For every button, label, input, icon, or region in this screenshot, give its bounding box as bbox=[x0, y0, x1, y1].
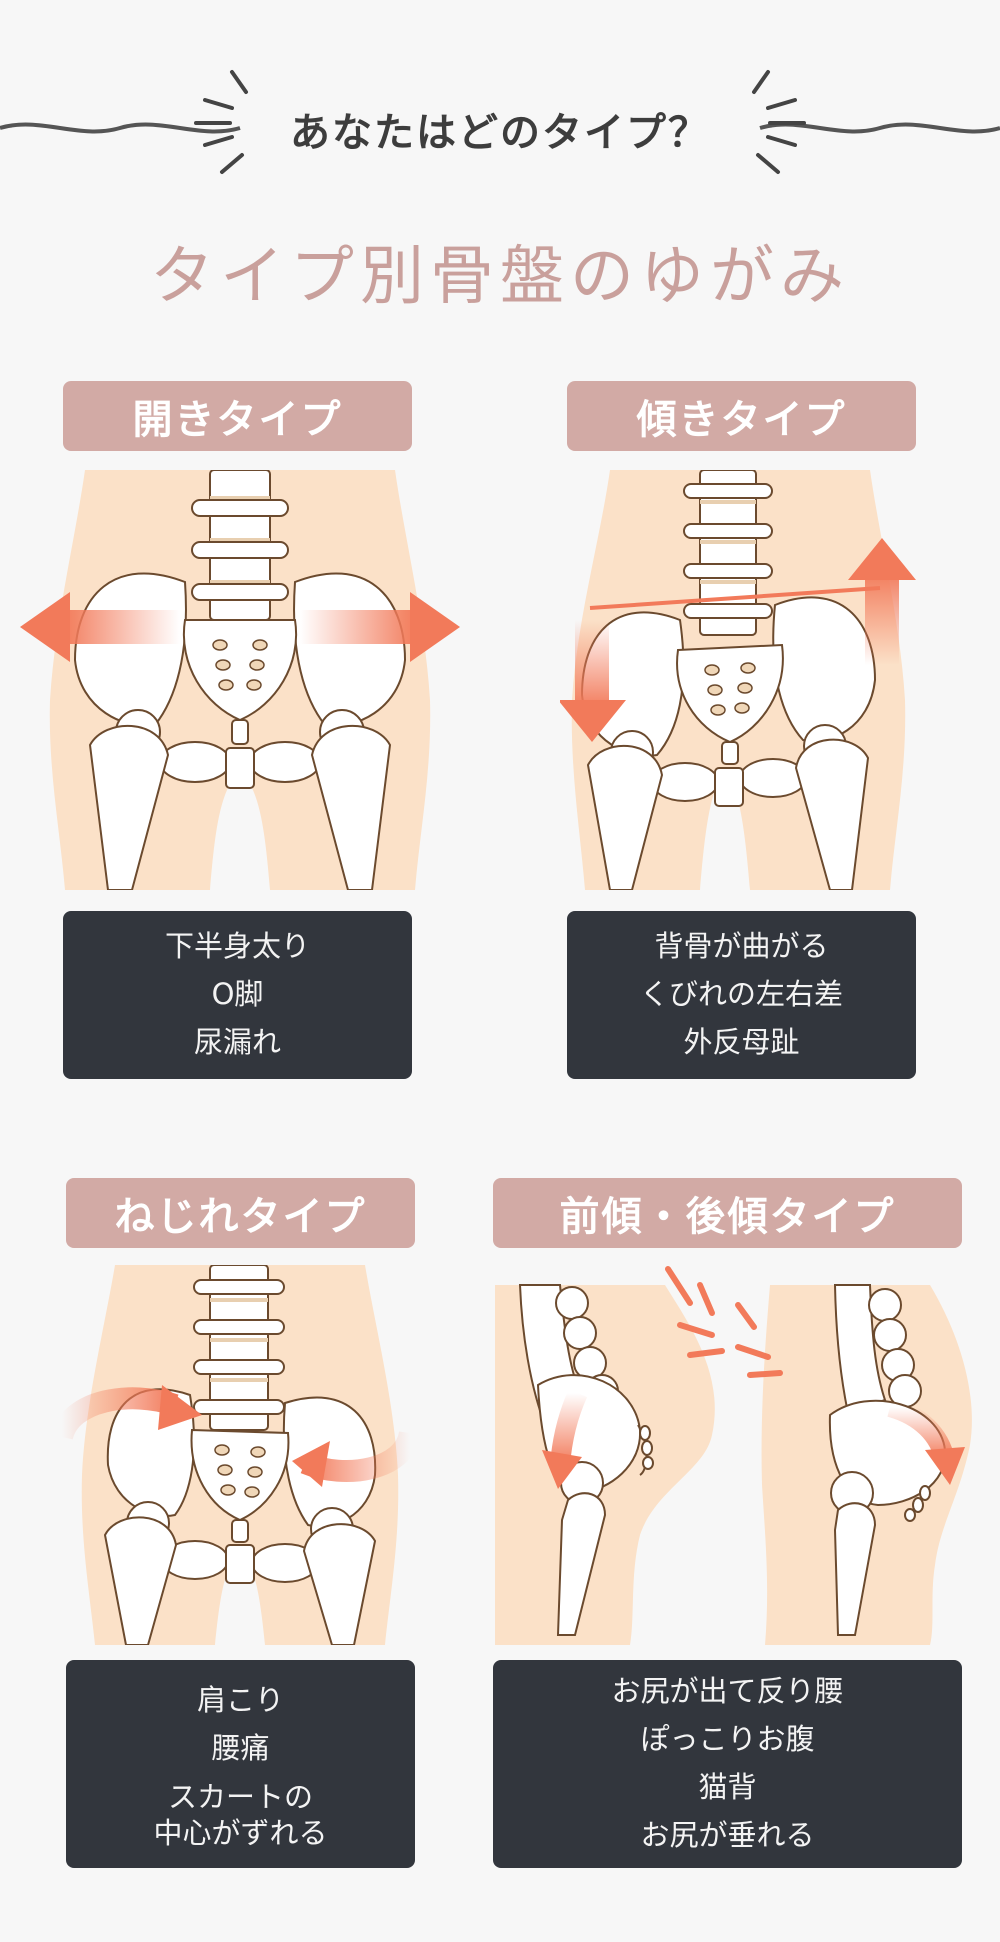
question-heading: あなたはどのタイプ？ bbox=[290, 110, 710, 156]
symptom-item: 中心がずれる bbox=[153, 1815, 328, 1850]
type-label-anterior-posterior: 前傾・後傾タイプ bbox=[493, 1178, 962, 1248]
symptom-item: 下半身太り bbox=[164, 929, 310, 964]
symptom-item: お尻が垂れる bbox=[640, 1817, 815, 1852]
tilt-line bbox=[589, 586, 881, 610]
burst-left-icon bbox=[194, 70, 248, 174]
burst-right-icon bbox=[752, 70, 806, 174]
symptom-item: 猫背 bbox=[698, 1770, 757, 1804]
arrow-tilt-down-icon bbox=[560, 620, 626, 742]
symptom-item: お尻が出て反り腰 bbox=[611, 1674, 844, 1709]
symptom-item: 腰痛 bbox=[211, 1730, 270, 1765]
pelvis-tilt-illustration bbox=[560, 470, 916, 890]
symptom-item: 肩こり bbox=[196, 1682, 284, 1717]
arrow-twist-left-icon bbox=[60, 1385, 202, 1441]
symptoms-panel-open: 下半身太り O脚 尿漏れ bbox=[63, 911, 412, 1079]
symptoms-panel-tilt: 背骨が曲がる くびれの左右差 外反母趾 bbox=[567, 911, 916, 1079]
page-title: タイプ別骨盤のゆがみ bbox=[150, 240, 850, 314]
symptom-item: 背骨が曲がる bbox=[654, 929, 829, 964]
symptoms-panel-twist: 肩こり 腰痛 スカートの 中心がずれる bbox=[66, 1660, 415, 1868]
pelvis-anterior-posterior-illustration bbox=[495, 1266, 972, 1645]
symptom-item: O脚 bbox=[211, 977, 264, 1012]
symptom-item: ぽっこりお腹 bbox=[640, 1722, 815, 1757]
arrow-anterior-icon bbox=[542, 1388, 588, 1489]
arrow-open-right-icon bbox=[300, 592, 460, 662]
arrow-posterior-icon bbox=[887, 1397, 965, 1485]
pelvis-twist-illustration bbox=[60, 1265, 420, 1645]
symptom-item: くびれの左右差 bbox=[639, 977, 843, 1012]
pelvis-open-illustration bbox=[20, 470, 460, 890]
symptom-item: スカートの bbox=[167, 1779, 313, 1814]
symptoms-panel-anterior-posterior: お尻が出て反り腰 ぽっこりお腹 猫背 お尻が垂れる bbox=[493, 1660, 962, 1868]
symptom-item: 尿漏れ bbox=[193, 1024, 281, 1059]
type-label-open: 開きタイプ bbox=[63, 381, 412, 451]
burst-center-icon bbox=[665, 1266, 783, 1378]
type-label-twist: ねじれタイプ bbox=[66, 1178, 415, 1248]
type-label-tilt: 傾きタイプ bbox=[567, 381, 916, 451]
header-decoration bbox=[0, 70, 1000, 174]
symptom-item: 外反母趾 bbox=[683, 1024, 800, 1059]
arrow-twist-right-icon bbox=[292, 1430, 420, 1487]
arrow-open-left-icon bbox=[20, 592, 180, 662]
arrow-tilt-up-icon bbox=[848, 538, 916, 665]
